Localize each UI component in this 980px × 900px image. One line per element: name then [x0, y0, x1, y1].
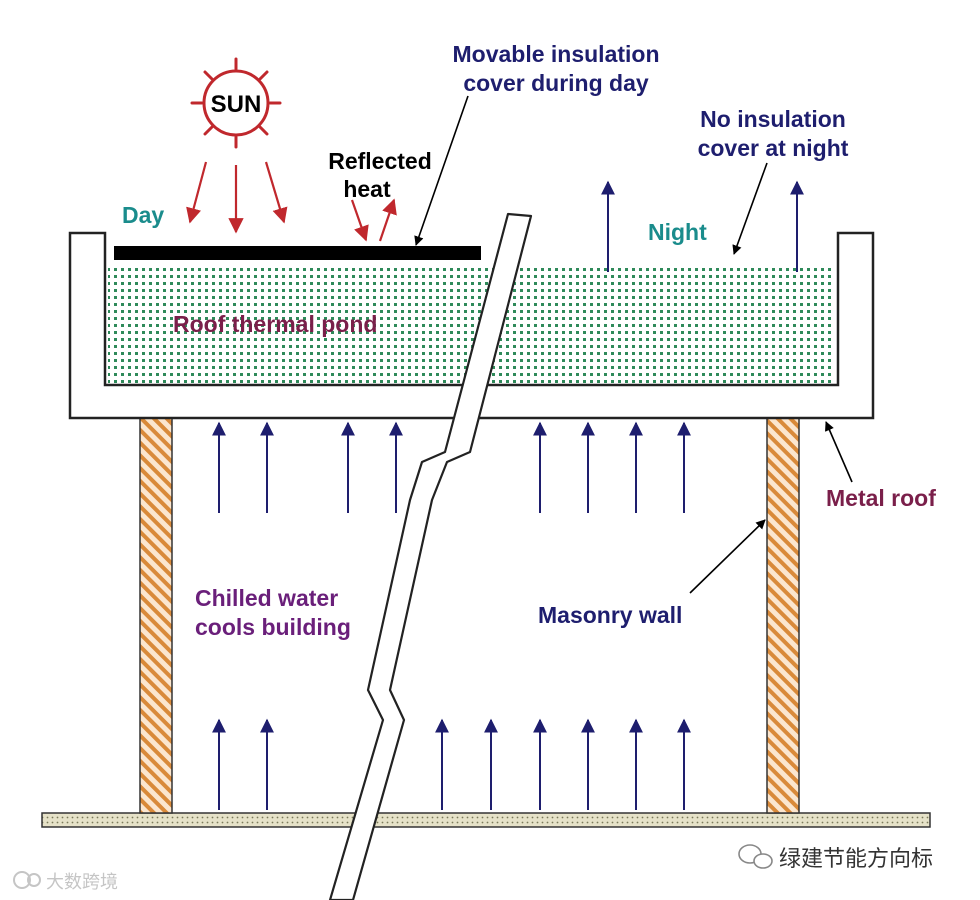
solar-radiation-arrows	[186, 161, 397, 242]
chilled-water-label-line2: cools building	[195, 614, 351, 640]
no-cover-label-line1: No insulation	[700, 106, 846, 132]
day-label: Day	[122, 202, 164, 228]
leader-lines	[414, 95, 853, 594]
night-label: Night	[648, 219, 707, 245]
sun-label: SUN	[211, 91, 262, 118]
roof-pond-label: Roof thermal pond	[173, 311, 377, 337]
watermark-right: 绿建节能方向标	[738, 844, 933, 872]
reflected-heat-label-line2: heat	[343, 176, 391, 202]
left-masonry-wall	[139, 417, 173, 814]
no-cover-label-line2: cover at night	[698, 135, 849, 161]
day-night-break	[328, 212, 533, 900]
roof-pond-container	[68, 231, 875, 420]
watermark-left: 大数跨境	[13, 871, 118, 893]
night-radiation-arrows	[601, 180, 804, 272]
reflected-heat-label-line1: Reflected	[328, 148, 432, 174]
masonry-wall-label: Masonry wall	[538, 602, 682, 628]
insulation-cover	[114, 246, 481, 260]
watermark-left-text: 大数跨境	[46, 872, 118, 893]
right-masonry-wall	[766, 417, 800, 814]
movable-cover-label-line1: Movable insulation	[452, 41, 659, 67]
metal-roof-label: Metal roof	[826, 485, 936, 511]
watermark-right-text: 绿建节能方向标	[779, 847, 933, 872]
ground-strip	[41, 812, 931, 828]
interior-heat-arrows-lower	[212, 718, 691, 810]
sun-icon: SUN	[190, 57, 282, 149]
chilled-water-label-line1: Chilled water	[195, 585, 338, 611]
interior-heat-arrows-upper	[212, 421, 691, 513]
movable-cover-label-line2: cover during day	[463, 70, 649, 96]
